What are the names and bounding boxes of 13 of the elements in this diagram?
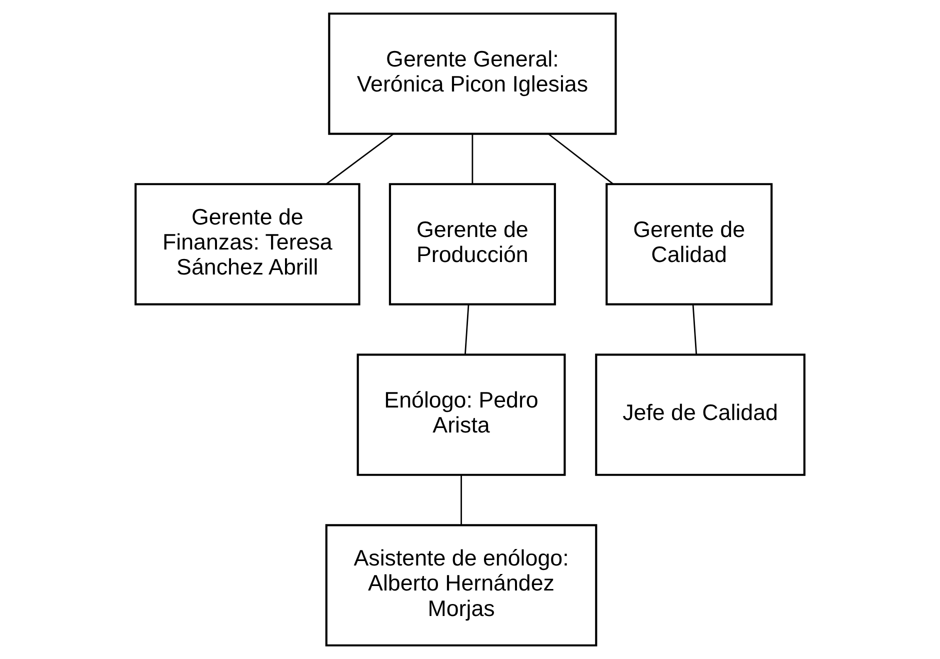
node-box: Asistente de enólogo: Alberto Hernández Morjas — [325, 524, 598, 646]
node-box: Gerente de Calidad — [606, 183, 773, 306]
connector — [472, 134, 474, 184]
node-box: Gerente de Producción — [388, 183, 556, 306]
connector — [460, 475, 462, 525]
node-box: Jefe de Calidad — [595, 354, 806, 476]
node-box: Gerente de Finanzas: Teresa Sánchez Abrill — [134, 183, 360, 306]
connector — [326, 134, 394, 185]
connector — [548, 134, 614, 184]
node-box: Gerente General: Verónica Picon Iglesias — [328, 12, 617, 135]
connector — [464, 304, 470, 354]
node-box: Enólogo: Pedro Arista — [356, 354, 566, 476]
connector — [692, 304, 698, 354]
